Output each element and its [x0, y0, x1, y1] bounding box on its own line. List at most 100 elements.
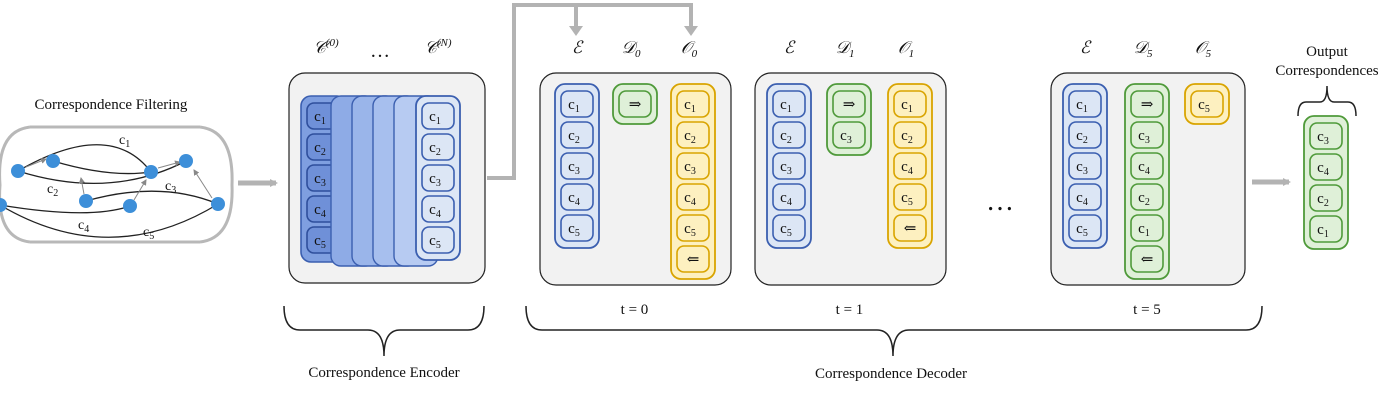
encoded-column-item-label: c5 [780, 221, 792, 239]
decoded-column-item-box [1130, 214, 1164, 242]
encoded-column-item-letter: c [780, 190, 787, 206]
open-column-item-index: 2 [691, 135, 696, 146]
output-correspondence-item-index: 3 [1324, 136, 1329, 147]
encoded-column-item-letter: c [568, 221, 575, 237]
decoded-column-item: ⇒ [832, 90, 866, 118]
open-column-item-index: 1 [691, 104, 696, 115]
open-column-item-index: 4 [691, 197, 696, 208]
decoder-ellipsis: … [986, 186, 1014, 217]
encoded-column-item-letter: c [780, 159, 787, 175]
output-correspondence-item: c4 [1309, 153, 1343, 181]
keypoint-node [123, 199, 137, 213]
output-correspondence-item-label: c1 [1317, 222, 1329, 240]
encoder-layer-n-item-label: c3 [429, 171, 441, 189]
encoded-column-item-box [560, 121, 594, 149]
decoded-column-item-index: 2 [1145, 197, 1150, 208]
encoded-column-item-letter: c [780, 128, 787, 144]
output-correspondence-item-label: c2 [1317, 191, 1329, 209]
header-encoded-set: ℰ [1080, 38, 1092, 57]
open-column-item-letter: c [684, 97, 691, 113]
encoded-column-item-label: c3 [1076, 159, 1088, 177]
encoded-column-item: c5 [1068, 214, 1102, 242]
time-step-label: t = 5 [1133, 302, 1161, 318]
time-step-label: t = 1 [836, 302, 864, 318]
encoded-column-item-box [772, 90, 806, 118]
decoded-column-item-label: c3 [840, 128, 852, 146]
encoded-column-item-box [772, 183, 806, 211]
encoded-column-item-letter: c [568, 97, 575, 113]
open-column: c5 [1184, 83, 1230, 125]
open-column-item: c1 [676, 90, 710, 118]
edge-c3 [17, 160, 187, 185]
encoded-column-item-label: c5 [568, 221, 580, 239]
output-correspondence-item-letter: c [1317, 160, 1324, 176]
keypoint-node [211, 197, 225, 211]
open-column-item: c3 [676, 152, 710, 180]
decoded-column: ⇒ [612, 83, 658, 125]
encoded-column-item-index: 5 [575, 228, 580, 239]
decoded-column-item-box [832, 121, 866, 149]
time-step-label: t = 0 [621, 302, 649, 318]
encoded-column-item-label: c3 [780, 159, 792, 177]
output-title-line1: Output [1306, 44, 1349, 60]
header-decoded-set: 𝒟0 [621, 38, 641, 60]
encoder-layer-n-item-letter: c [429, 202, 436, 218]
open-column-item: c5 [1190, 90, 1224, 118]
decoded-column-item-box [1130, 152, 1164, 180]
decoded-column-item: ⇐ [1130, 245, 1164, 273]
header-decoded-letter: 𝒟 [621, 38, 638, 57]
encoder-layer-0-item-index: 4 [321, 209, 326, 220]
decoded-column-item-label: c3 [1138, 128, 1150, 146]
encoded-column-item-index: 2 [575, 135, 580, 146]
keypoint-node [11, 164, 25, 178]
output-correspondence-item-index: 4 [1324, 167, 1329, 178]
decoded-column-item-letter: c [1138, 128, 1145, 144]
encoded-column-item-index: 2 [787, 135, 792, 146]
open-column-item-box [676, 90, 710, 118]
encoded-column-item-box [560, 152, 594, 180]
open-column-item-index: 4 [908, 166, 913, 177]
open-column-item: c5 [676, 214, 710, 242]
encoded-column-item-letter: c [780, 221, 787, 237]
open-column-item: c2 [893, 121, 927, 149]
open-column-item-letter: c [901, 97, 908, 113]
output-column: c 3 c4 c2 c1 [1303, 115, 1349, 250]
open-column-item: ⇐ [676, 245, 710, 273]
encoder-layer-n-item-box [421, 102, 455, 130]
open-column-item-letter: c [901, 190, 908, 206]
encoder-layer-0-item-label: c3 [314, 171, 326, 189]
encoded-column-item: c4 [772, 183, 806, 211]
encoded-column-item-box [772, 214, 806, 242]
decoded-column-item-label: c2 [1138, 190, 1150, 208]
decoded-column-item-letter: c [840, 128, 847, 144]
open-column-item-box [676, 245, 710, 273]
open-column-item-box [1190, 90, 1224, 118]
decoded-column-item-box [1130, 245, 1164, 273]
encoder-layer-n-item-box [421, 195, 455, 223]
encoder-header-cn: 𝒞(N) [424, 37, 451, 57]
encoder-layer-0-item-index: 2 [321, 147, 326, 158]
output-title-line2: Correspondences [1275, 63, 1378, 79]
encoded-column-item-index: 4 [1083, 197, 1088, 208]
encoder-layer-0-item-letter: c [314, 109, 321, 125]
encoded-column-item-index: 5 [1083, 228, 1088, 239]
decoded-column-item-box [1130, 90, 1164, 118]
encoder-layer-n-item: c4 [421, 195, 455, 223]
edge-label-c1: c1 [119, 133, 130, 150]
open-column-item-letter: c [684, 221, 691, 237]
header-open-set: 𝒪1 [898, 38, 914, 60]
decoder-brace [525, 305, 1263, 357]
encoder-layer-0-item-label: c1 [314, 109, 326, 127]
encoded-column-item: c1 [772, 90, 806, 118]
encoded-column-item: c2 [560, 121, 594, 149]
direction-arrow [193, 169, 213, 199]
open-column-item-label: c4 [901, 159, 913, 177]
encoded-column-item-index: 3 [1083, 166, 1088, 177]
output-correspondence-item-box [1309, 215, 1343, 243]
decoded-column-item-label: c1 [1138, 221, 1150, 239]
